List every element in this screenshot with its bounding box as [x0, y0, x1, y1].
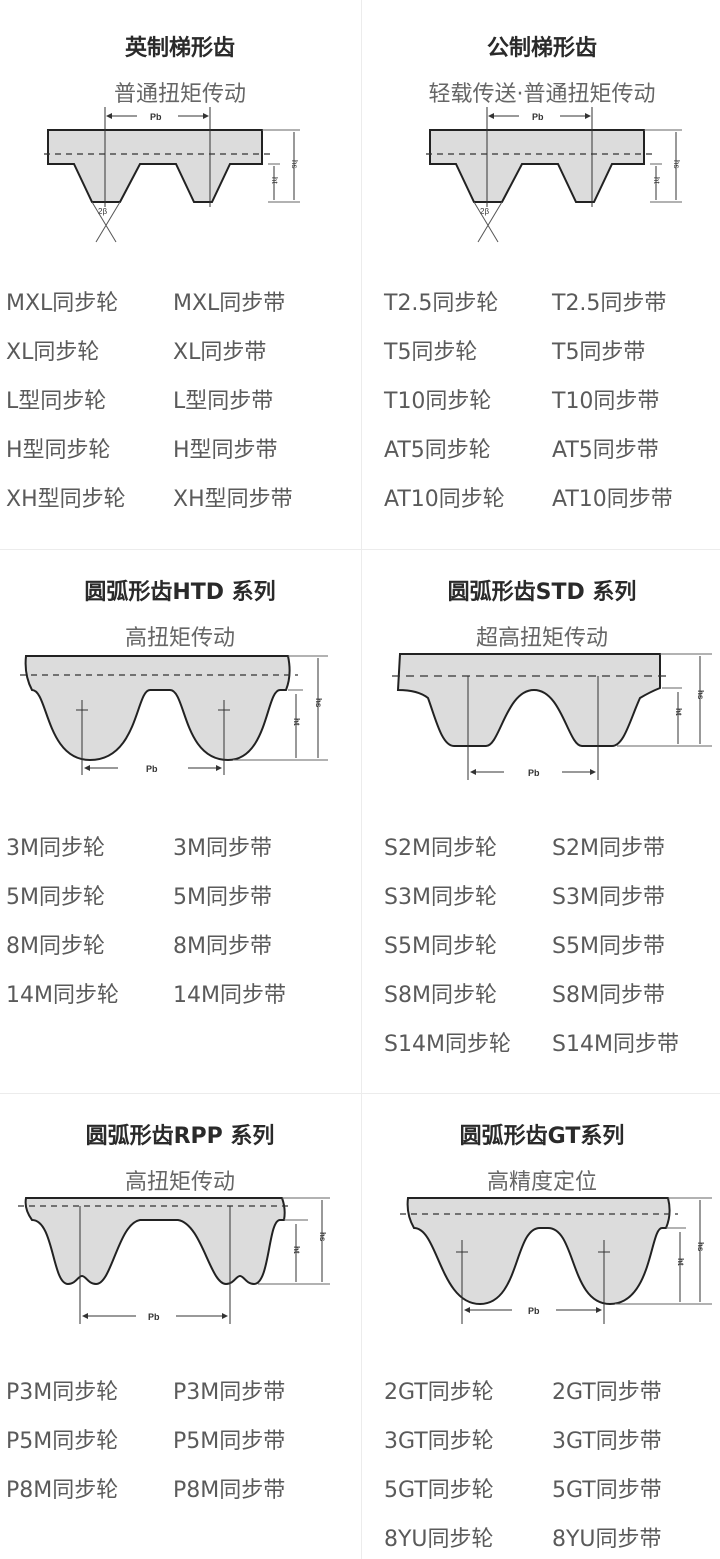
product-link[interactable]: 14M同步轮 — [6, 983, 119, 1008]
svg-text:2β: 2β — [98, 207, 107, 216]
product-link[interactable]: P3M同步带 — [173, 1380, 286, 1405]
product-link[interactable]: 8YU同步轮 — [384, 1527, 494, 1552]
svg-text:ht: ht — [270, 177, 279, 184]
product-link[interactable]: P3M同步轮 — [6, 1380, 119, 1405]
product-link[interactable]: 5M同步带 — [173, 885, 272, 910]
svg-text:hs: hs — [696, 1242, 705, 1252]
product-link[interactable]: S14M同步轮 — [384, 1032, 511, 1057]
product-link[interactable]: P8M同步轮 — [6, 1478, 119, 1503]
product-link[interactable]: 3M同步带 — [173, 836, 272, 861]
product-link[interactable]: S5M同步带 — [552, 934, 665, 959]
product-link[interactable]: H型同步带 — [173, 438, 278, 463]
product-link[interactable]: H型同步轮 — [6, 438, 111, 463]
section-subtitle: 高扭矩传动 — [124, 626, 235, 651]
product-link[interactable]: 8M同步带 — [173, 934, 272, 959]
product-link[interactable]: 2GT同步轮 — [384, 1380, 494, 1405]
product-link[interactable]: 8M同步轮 — [6, 934, 105, 959]
htd-tooth-diagram: Pb hs ht — [20, 655, 328, 775]
product-link[interactable]: AT10同步轮 — [384, 487, 505, 512]
section-title: 公制梯形齿 — [486, 36, 597, 61]
product-link[interactable]: 14M同步带 — [173, 983, 286, 1008]
svg-text:hs: hs — [290, 160, 299, 168]
product-link[interactable]: MXL同步带 — [173, 291, 286, 316]
section-subtitle: 超高扭矩传动 — [475, 626, 608, 651]
std-tooth-diagram: Pb hs ht — [392, 653, 712, 780]
product-link[interactable]: 3GT同步带 — [552, 1429, 662, 1454]
row-divider-1 — [0, 549, 720, 550]
product-link[interactable]: 2GT同步带 — [552, 1380, 662, 1405]
svg-text:hs: hs — [318, 1232, 327, 1242]
section-title: 圆弧形齿STD 系列 — [447, 580, 637, 605]
section-subtitle: 高精度定位 — [486, 1170, 597, 1195]
product-link[interactable]: 8YU同步带 — [552, 1527, 662, 1552]
product-link[interactable]: S8M同步带 — [552, 983, 665, 1008]
section-htd: 圆弧形齿HTD 系列 高扭矩传动 Pb hs ht 3M同步轮 3M同步带 5M… — [0, 550, 360, 1093]
svg-text:ht: ht — [652, 177, 661, 184]
svg-text:ht: ht — [674, 708, 683, 716]
product-link[interactable]: XH型同步轮 — [6, 487, 126, 512]
product-link[interactable]: T5同步轮 — [384, 340, 478, 365]
svg-text:ht: ht — [292, 1246, 301, 1254]
product-link[interactable]: T10同步轮 — [384, 389, 492, 414]
svg-text:Pb: Pb — [150, 112, 162, 122]
product-link[interactable]: T5同步带 — [552, 340, 646, 365]
svg-text:hs: hs — [314, 698, 323, 708]
svg-text:hs: hs — [672, 160, 681, 168]
section-title: 圆弧形齿HTD 系列 — [84, 580, 276, 605]
product-link[interactable]: T2.5同步带 — [552, 291, 667, 316]
product-link[interactable]: 3GT同步轮 — [384, 1429, 494, 1454]
product-link[interactable]: S2M同步轮 — [384, 836, 497, 861]
section-rpp: 圆弧形齿RPP 系列 高扭矩传动 Pb hs ht P3M同步轮 P3M同步带 … — [0, 1094, 360, 1559]
product-link[interactable]: S5M同步轮 — [384, 934, 497, 959]
product-link[interactable]: MXL同步轮 — [6, 291, 119, 316]
trapezoid-tooth-diagram: Pb hs ht 2β — [426, 107, 682, 243]
product-link[interactable]: P5M同步轮 — [6, 1429, 119, 1454]
svg-text:Pb: Pb — [148, 1312, 160, 1322]
product-link[interactable]: 3M同步轮 — [6, 836, 105, 861]
svg-text:ht: ht — [676, 1258, 685, 1266]
svg-text:Pb: Pb — [528, 768, 540, 778]
product-link[interactable]: XH型同步带 — [173, 487, 293, 512]
svg-text:Pb: Pb — [146, 764, 158, 774]
product-link[interactable]: T2.5同步轮 — [384, 291, 499, 316]
product-link[interactable]: 5GT同步带 — [552, 1478, 662, 1503]
section-subtitle: 轻载传送·普通扭矩传动 — [428, 82, 656, 107]
product-link[interactable]: T10同步带 — [552, 389, 660, 414]
rpp-tooth-diagram: Pb hs ht — [18, 1197, 330, 1324]
product-link[interactable]: XL同步轮 — [6, 340, 100, 365]
section-subtitle: 高扭矩传动 — [124, 1170, 235, 1195]
product-link[interactable]: L型同步带 — [173, 389, 274, 414]
product-link[interactable]: S3M同步轮 — [384, 885, 497, 910]
trapezoid-tooth-diagram: Pb hs ht 2β — [44, 107, 300, 243]
product-link[interactable]: 5GT同步轮 — [384, 1478, 494, 1503]
product-link[interactable]: 5M同步轮 — [6, 885, 105, 910]
section-metric-trapezoid: 公制梯形齿 轻载传送·普通扭矩传动 Pb hs ht 2β T2.5同步轮 T2… — [362, 0, 720, 549]
section-subtitle: 普通扭矩传动 — [113, 82, 246, 107]
section-imperial-trapezoid: 英制梯形齿 普通扭矩传动 Pb hs ht 2β MXL同步轮 MXL同步带 X… — [0, 0, 360, 549]
product-link[interactable]: S14M同步带 — [552, 1032, 679, 1057]
section-std: 圆弧形齿STD 系列 超高扭矩传动 Pb hs ht S2M同步轮 S2M同步带… — [362, 550, 720, 1093]
product-link[interactable]: AT5同步带 — [552, 438, 659, 463]
product-link[interactable]: AT10同步带 — [552, 487, 673, 512]
product-link[interactable]: S2M同步带 — [552, 836, 665, 861]
svg-text:ht: ht — [292, 718, 301, 726]
product-link[interactable]: S3M同步带 — [552, 885, 665, 910]
svg-text:hs: hs — [696, 690, 705, 700]
product-link[interactable]: S8M同步轮 — [384, 983, 497, 1008]
section-title: 圆弧形齿GT系列 — [459, 1124, 625, 1149]
product-link[interactable]: AT5同步轮 — [384, 438, 491, 463]
product-link[interactable]: P8M同步带 — [173, 1478, 286, 1503]
product-link[interactable]: P5M同步带 — [173, 1429, 286, 1454]
section-gt: 圆弧形齿GT系列 高精度定位 Pb hs ht 2GT同步轮 2GT同步带 3G… — [362, 1094, 720, 1559]
svg-text:Pb: Pb — [528, 1306, 540, 1316]
product-link[interactable]: XL同步带 — [173, 340, 267, 365]
section-title: 圆弧形齿RPP 系列 — [85, 1124, 275, 1149]
svg-text:2β: 2β — [480, 207, 489, 216]
gt-tooth-diagram: Pb hs ht — [400, 1197, 712, 1324]
svg-text:Pb: Pb — [532, 112, 544, 122]
section-title: 英制梯形齿 — [124, 36, 235, 61]
row-divider-2 — [0, 1093, 720, 1094]
column-divider — [361, 0, 362, 1559]
product-link[interactable]: L型同步轮 — [6, 389, 107, 414]
